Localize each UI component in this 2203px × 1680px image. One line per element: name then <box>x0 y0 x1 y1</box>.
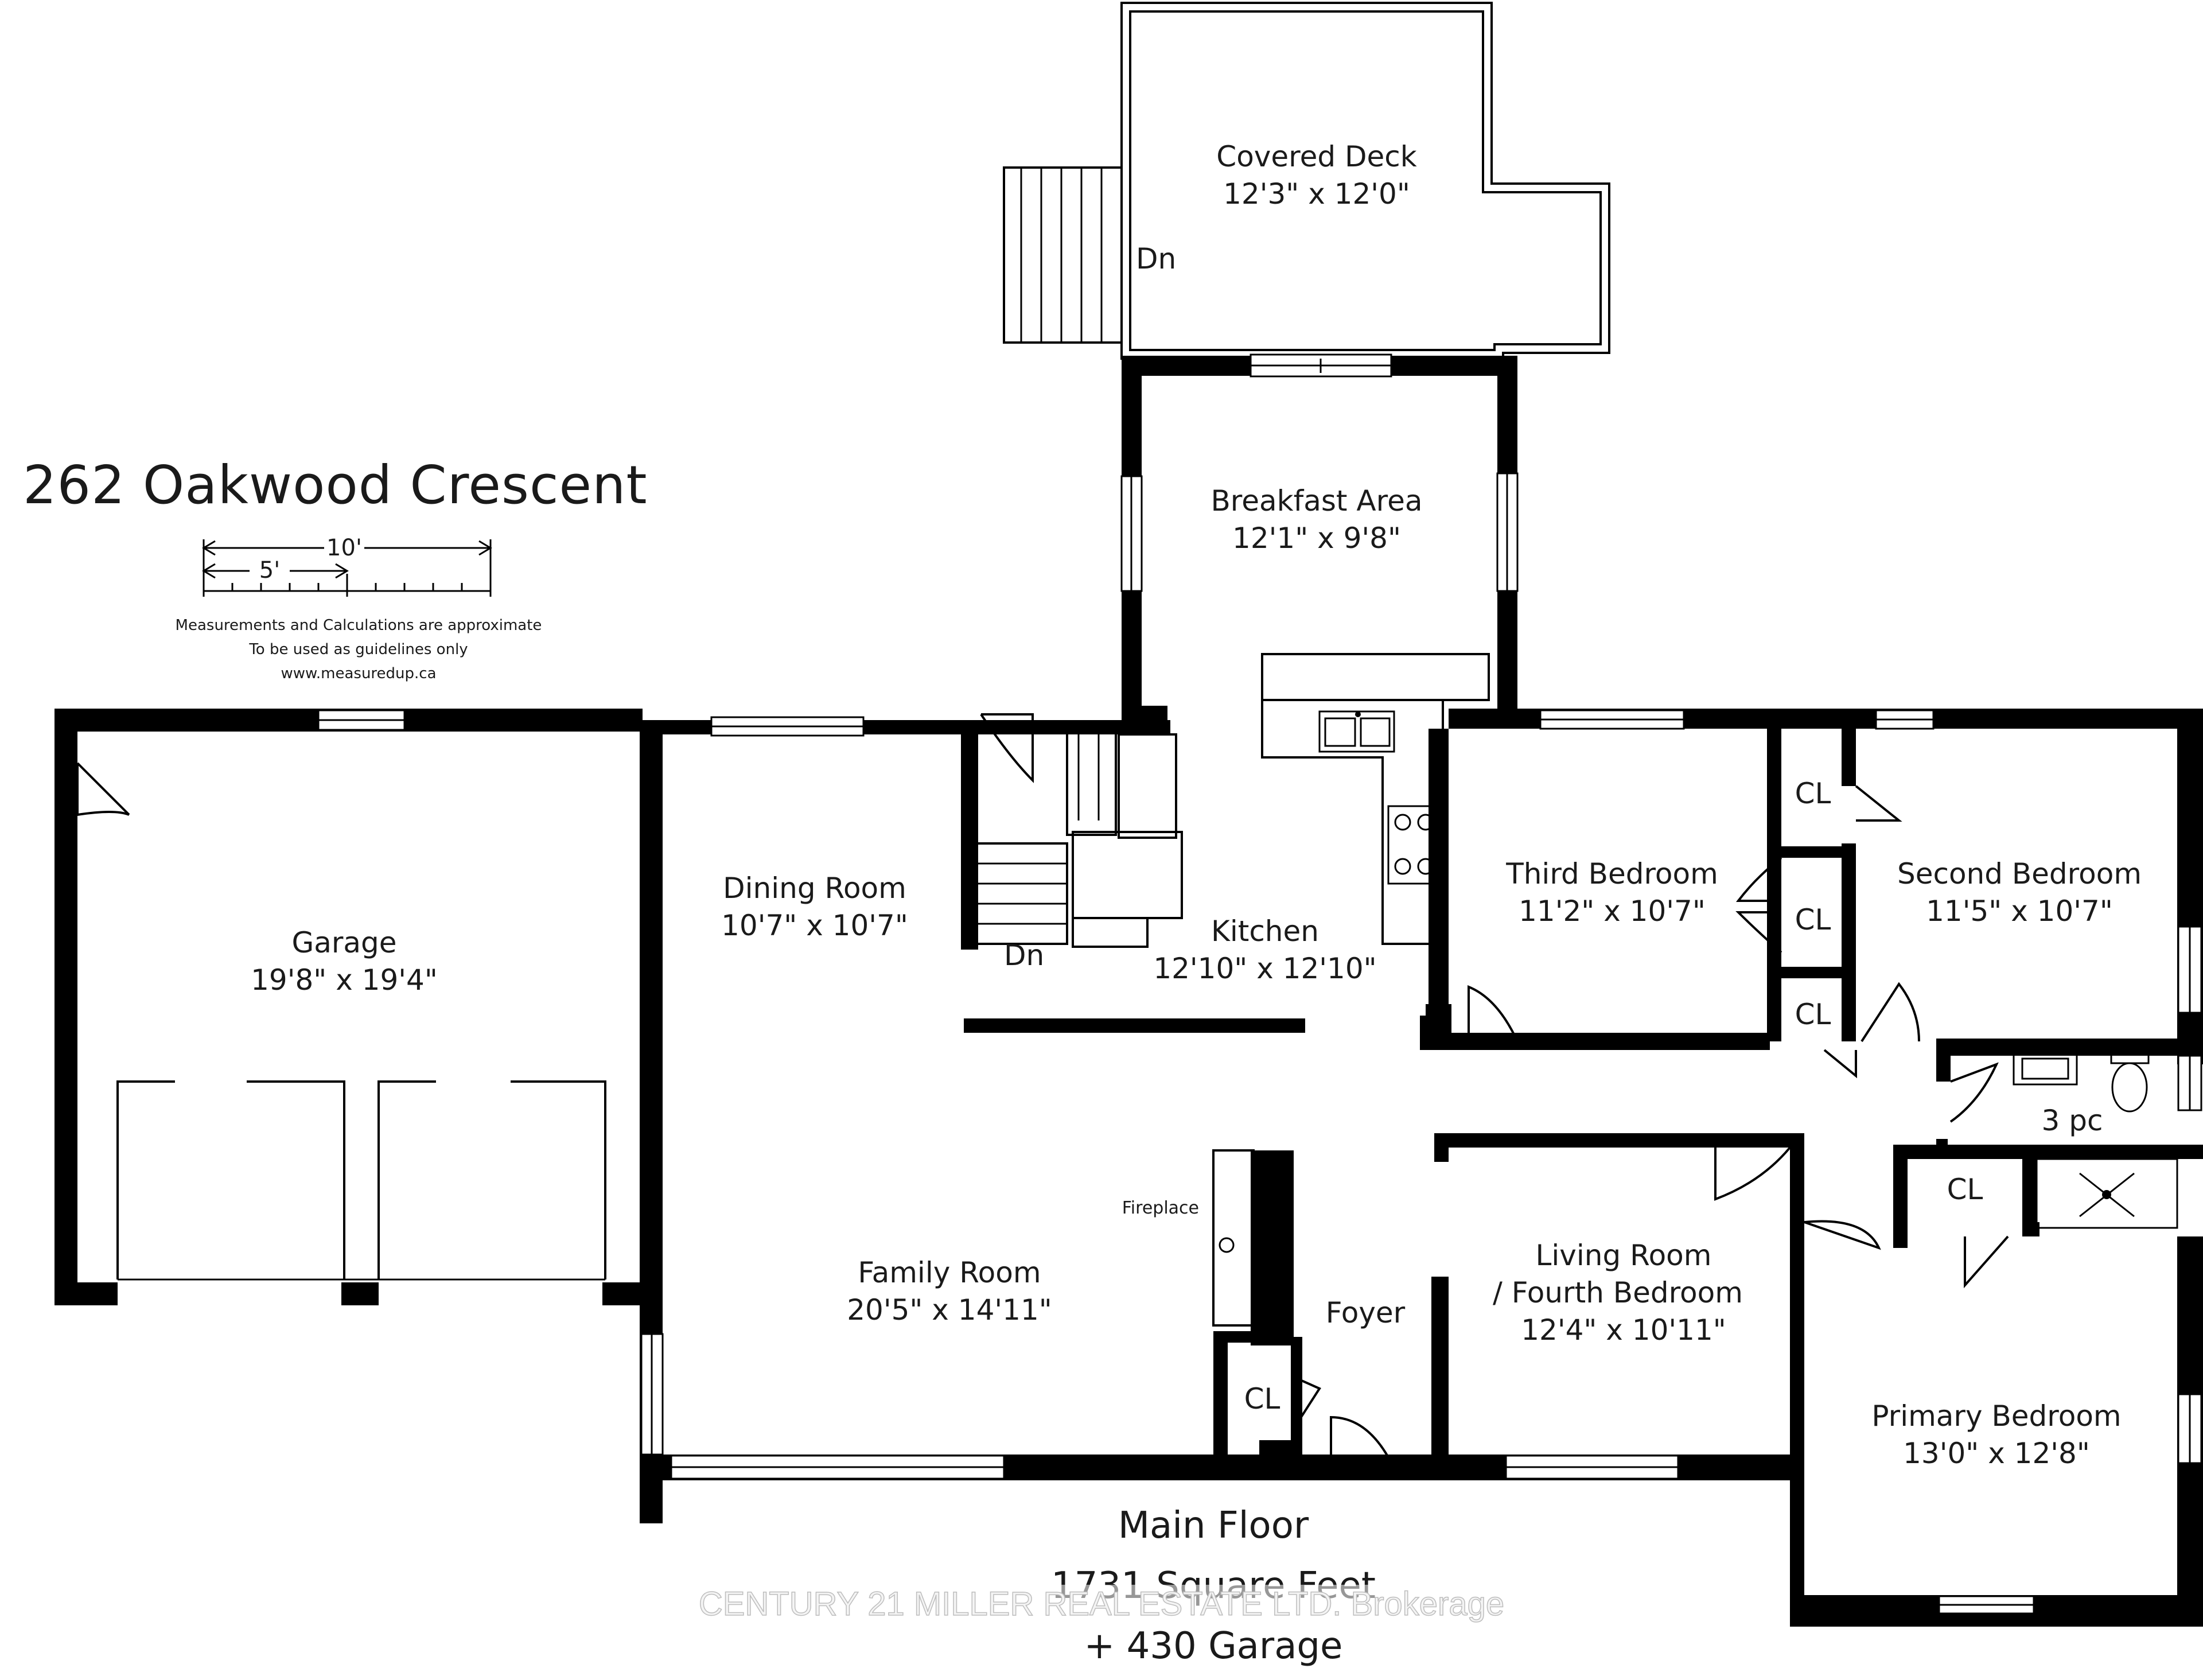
closet-label-2: CL <box>1795 903 1831 936</box>
garage-name: Garage <box>291 926 396 959</box>
scale-10ft-label: 10' <box>326 535 362 561</box>
kitchen-dims: 12'10" x 12'10" <box>1153 952 1376 985</box>
shower-icon <box>2035 1158 2178 1229</box>
doors <box>76 713 2009 1458</box>
covered-deck-outline <box>1003 2 1610 360</box>
room-labels: Covered Deck 12'3" x 12'0" Breakfast Are… <box>251 140 2142 1470</box>
windows <box>317 353 2202 1615</box>
third-bedroom-name: Third Bedroom <box>1505 857 1718 890</box>
toilet-icon <box>2110 1048 2150 1113</box>
kitchen-counter <box>1261 653 1490 945</box>
bath-sink-icon <box>2013 1052 2078 1086</box>
living-room-dims: 12'4" x 10'11" <box>1521 1313 1726 1347</box>
stove-icon <box>1387 805 1441 885</box>
primary-bedroom-name: Primary Bedroom <box>1871 1399 2121 1433</box>
closet-label-1: CL <box>1795 777 1831 810</box>
breakfast-area-dims: 12'1" x 9'8" <box>1232 522 1401 555</box>
garage-doors <box>116 1080 606 1281</box>
closet-label-3: CL <box>1795 998 1831 1031</box>
living-room-name-line-1: Living Room <box>1536 1239 1712 1272</box>
foyer-label: Foyer <box>1326 1296 1406 1329</box>
garage-dims: 19'8" x 19'4" <box>251 963 438 997</box>
brokerage-watermark: CENTURY 21 MILLER REAL ESTATE LTD. Broke… <box>699 1585 1504 1623</box>
scale-5ft-label: 5' <box>259 557 280 584</box>
covered-deck-name: Covered Deck <box>1216 140 1416 173</box>
fireplace-icon <box>1212 1149 1255 1327</box>
stairs <box>974 730 1183 948</box>
bathroom-fixtures <box>2013 1048 2178 1229</box>
breakfast-area-name: Breakfast Area <box>1211 484 1423 518</box>
deck-stairs-label: Dn <box>1136 242 1176 275</box>
third-bedroom-dims: 11'2" x 10'7" <box>1519 895 1706 928</box>
dining-room-name: Dining Room <box>723 872 906 905</box>
dining-room-dims: 10'7" x 10'7" <box>721 909 908 942</box>
scale-bar: 10' 5' <box>202 535 492 597</box>
second-bedroom-name: Second Bedroom <box>1897 857 2142 890</box>
disclaimer-line-1: Measurements and Calculations are approx… <box>176 617 542 634</box>
kitchen-name: Kitchen <box>1211 915 1319 948</box>
sink-icon <box>1318 710 1395 753</box>
fireplace-label: Fireplace <box>1122 1198 1199 1218</box>
property-address: 262 Oakwood Crescent <box>23 454 648 516</box>
second-bedroom-dims: 11'5" x 10'7" <box>1926 895 2113 928</box>
covered-deck-dims: 12'3" x 12'0" <box>1223 177 1410 211</box>
basement-stairs-label: Dn <box>1004 939 1044 972</box>
living-room-name-line-2: / Fourth Bedroom <box>1493 1276 1743 1309</box>
closet-label-5: CL <box>1244 1382 1280 1415</box>
bathroom-label: 3 pc <box>2042 1104 2103 1137</box>
website-url: www.measuredup.ca <box>281 665 436 682</box>
family-room-dims: 20'5" x 14'11" <box>847 1293 1052 1327</box>
disclaimer-line-2: To be used as guidelines only <box>248 641 468 658</box>
closet-label-4: CL <box>1947 1173 1983 1206</box>
family-room-name: Family Room <box>858 1256 1041 1289</box>
garage-area: + 430 Garage <box>1084 1625 1343 1667</box>
floor-name: Main Floor <box>1118 1504 1309 1547</box>
primary-bedroom-dims: 13'0" x 12'8" <box>1903 1437 2090 1470</box>
